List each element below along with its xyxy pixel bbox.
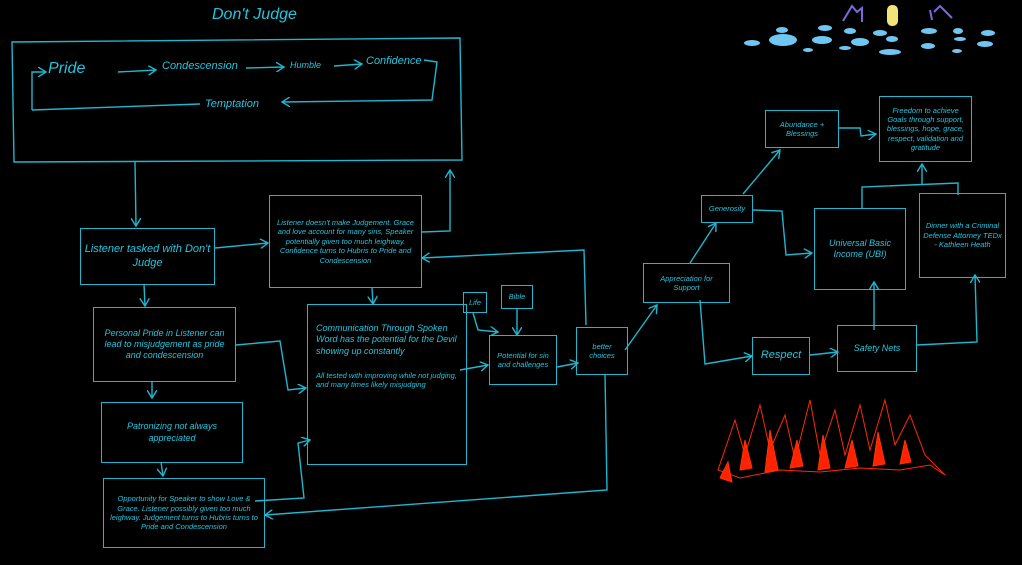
cycle-pride: Pride <box>48 60 86 77</box>
listener-no-judgement-box: Listener doesn't make Judgement. Grace a… <box>269 195 422 288</box>
better-choices-box: better choices <box>576 327 628 375</box>
opportunity-box: Opportunity for Speaker to show Love & G… <box>103 478 265 548</box>
box-text: Generosity <box>708 204 746 214</box>
fire-drawing <box>717 398 946 483</box>
blue-blobs-drawing <box>744 25 995 55</box>
potential-box: Potential for sin and challenges <box>489 335 557 385</box>
box-text: better choices <box>589 341 615 360</box>
box-text: Patronizing not always appreciated <box>126 421 218 443</box>
ubi-box: Universal Basic Income (UBI) <box>814 208 906 290</box>
respect-box: Respect <box>752 337 810 375</box>
listener-tasked-box: Listener tasked with Don't Judge <box>80 228 215 285</box>
figures-drawing <box>842 4 953 22</box>
abundance-box: Abundance + Blessings <box>765 110 839 148</box>
box-text: Safety Nets <box>853 342 901 353</box>
freedom-box: Freedom to achieve Goals through support… <box>879 96 972 162</box>
box-text: Opportunity for Speaker to show Love & G… <box>110 494 258 532</box>
top-frame <box>11 37 463 163</box>
communication-text-2: All tested with improving while not judg… <box>316 370 457 390</box>
safety-nets-box: Safety Nets <box>837 325 917 372</box>
cycle-humble: Humble <box>290 60 322 70</box>
box-text: Freedom to achieve Goals through support… <box>886 105 965 153</box>
communication-text: Communication Through Spoken Word has th… <box>316 323 457 356</box>
box-text: Life <box>468 297 482 307</box>
box-text: Listener doesn't make Judgement. Grace a… <box>277 218 414 265</box>
cycle-confidence: Confidence <box>366 55 422 67</box>
box-text: Dinner with a Criminal Defense Attorney … <box>923 221 1002 250</box>
generosity-box: Generosity <box>701 195 753 223</box>
cycle-temptation: Temptation <box>205 98 260 110</box>
box-text: Listener tasked with Don't Judge <box>84 242 211 269</box>
box-text: Appreciation for Support <box>660 273 713 292</box>
box-text: Universal Basic Income (UBI) <box>828 237 892 259</box>
communication-box: Communication Through Spoken Word has th… <box>307 304 467 465</box>
appreciation-box: Appreciation for Support <box>643 263 730 303</box>
diagram-title: Don't Judge <box>212 6 297 23</box>
personal-pride-box: Personal Pride in Listener can lead to m… <box>93 307 236 382</box>
box-text: Potential for sin and challenges <box>497 350 549 369</box>
box-text: Personal Pride in Listener can lead to m… <box>104 327 225 361</box>
life-box: Life <box>463 292 487 313</box>
candle-drawing <box>887 5 898 26</box>
box-text: Bible <box>508 292 526 302</box>
cycle-condescension: Condescension <box>162 60 238 72</box>
bible-box: Bible <box>501 285 533 309</box>
box-text: Respect <box>760 349 802 362</box>
box-text: Abundance + Blessings <box>779 119 825 138</box>
dinner-box: Dinner with a Criminal Defense Attorney … <box>919 193 1006 278</box>
patronizing-box: Patronizing not always appreciated <box>101 402 243 463</box>
